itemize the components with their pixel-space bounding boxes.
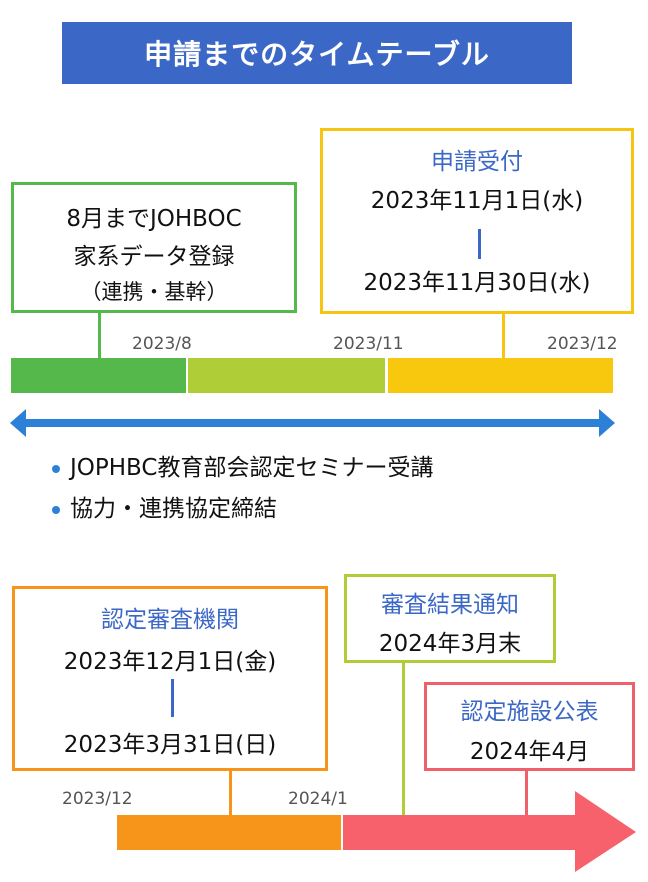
result-heading: 審査結果通知 [381, 592, 519, 618]
registration-line-1: 8月までJOHBOC [66, 206, 242, 232]
review-start: 2023年12月1日(金) [63, 649, 277, 675]
forward-arrow-icon [343, 791, 636, 872]
application-heading: 申請受付 [431, 149, 523, 175]
range-line [478, 229, 481, 259]
bullet-text: 協力・連携協定締結 [70, 496, 277, 522]
tick-2023-11: 2023/11 [333, 334, 404, 354]
result-date: 2024年3月末 [378, 631, 522, 657]
bullet-text: JOPHBC教育部会認定セミナー受講 [70, 455, 434, 481]
review-heading: 認定審査機関 [101, 607, 239, 633]
registration-line-3: （連携・基幹） [80, 280, 228, 304]
page-title: 申請までのタイムテーブル [62, 22, 572, 84]
result-box: 審査結果通知 2024年3月末 [344, 574, 556, 663]
result-connector [402, 663, 405, 815]
segment-review [117, 815, 341, 850]
bullet-item: 協力・連携協定締結 [52, 489, 277, 523]
review-box: 認定審査機関 2023年12月1日(金) 2023年3月31日(日) [12, 586, 328, 771]
review-end: 2023年3月31日(日) [63, 732, 277, 758]
bullet-dot-icon [52, 464, 60, 473]
segment-nov [388, 358, 613, 393]
tick-2023-8: 2023/8 [132, 334, 192, 354]
tick-2023-12: 2023/12 [62, 789, 133, 809]
publish-box: 認定施設公表 2024年4月 [424, 682, 635, 771]
double-arrow-icon [10, 409, 615, 437]
segment-aug [11, 358, 186, 393]
review-connector [229, 771, 232, 815]
bullet-item: JOPHBC教育部会認定セミナー受講 [52, 448, 434, 482]
bullet-dot-icon [52, 505, 60, 514]
publish-connector [525, 771, 528, 815]
registration-connector [98, 313, 101, 358]
tick-2023-12: 2023/12 [547, 334, 618, 354]
application-end: 2023年11月30日(水) [363, 270, 591, 296]
registration-box: 8月までJOHBOC 家系データ登録 （連携・基幹） [11, 182, 297, 313]
tick-2024-1: 2024/1 [288, 789, 348, 809]
publish-date: 2024年4月 [469, 739, 590, 765]
range-line [171, 679, 174, 717]
application-box: 申請受付 2023年11月1日(水) 2023年11月30日(水) [320, 128, 634, 314]
application-start: 2023年11月1日(水) [370, 188, 584, 214]
publish-heading: 認定施設公表 [460, 699, 599, 725]
registration-line-2: 家系データ登録 [73, 244, 235, 270]
segment-sep-oct [188, 358, 385, 393]
application-connector [502, 314, 505, 358]
